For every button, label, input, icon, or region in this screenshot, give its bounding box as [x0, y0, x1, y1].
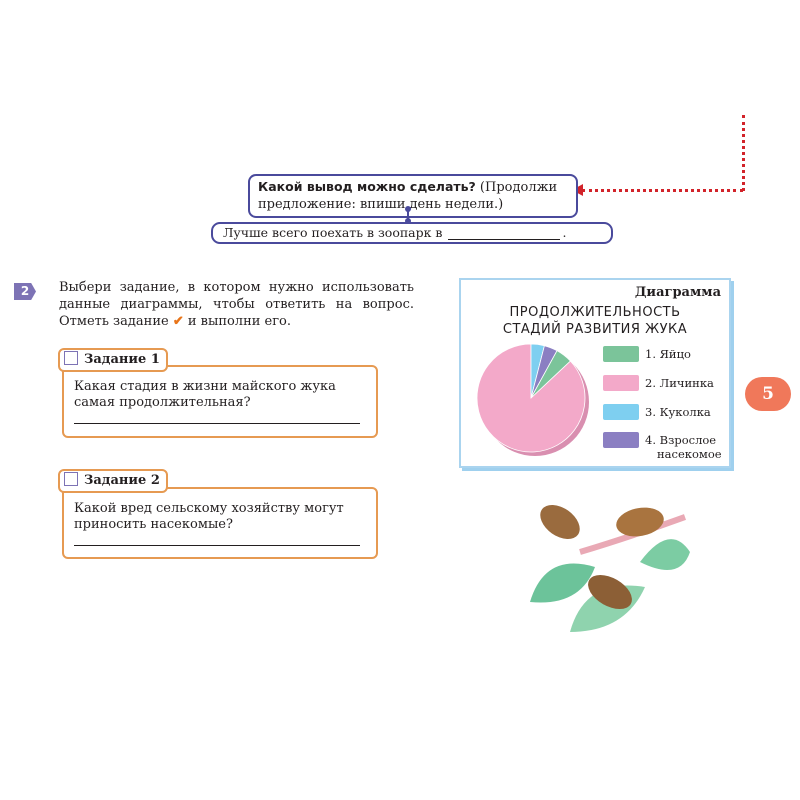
beetle-icon [540, 504, 580, 540]
legend-label-line: 1. Яйцо [645, 347, 691, 361]
answer-blank-field[interactable] [448, 227, 561, 240]
pie-chart [476, 343, 589, 456]
legend-label-line: насекомое [657, 447, 722, 461]
page-side-number: 5 [745, 377, 791, 411]
beetle-icon [588, 574, 632, 610]
beetles-illustration [530, 504, 690, 632]
answer-sentence-box: Лучше всего поехать в зоопарк в . [211, 222, 613, 244]
larva-icon [603, 375, 639, 391]
task-1-question: Какая стадия в жизни майского жука самая… [74, 379, 336, 410]
beetle-icon [616, 507, 664, 537]
task-1-box: Какая стадия в жизни майского жука самая… [62, 365, 378, 438]
beetle-icon [603, 432, 639, 448]
checkbox-icon[interactable] [64, 472, 78, 486]
dotted-connector-vertical [742, 115, 745, 191]
check-icon: ✔ [172, 314, 184, 329]
egg-icon [603, 346, 639, 362]
legend-label-line: 2. Личинка [645, 376, 714, 390]
task-1-title: Задание 1 [84, 352, 160, 367]
checkbox-icon[interactable] [64, 351, 78, 365]
task-2-answer-line[interactable] [74, 545, 360, 546]
legend-label-2: 2. Личинка [645, 376, 714, 390]
exercise-instruction: Выбери задание, в котором нужно использо… [59, 279, 414, 330]
leaf [530, 563, 595, 603]
prompt-connector [407, 208, 409, 222]
legend-label-3: 3. Куколка [645, 405, 711, 419]
conclusion-prompt: Какой вывод можно сделать? (Продолжи пре… [248, 174, 578, 218]
exercise-number-badge: 2 [14, 283, 36, 300]
diagram-panel: Диаграмма ПРОДОЛЖИТЕЛЬНОСТЬ СТАДИЙ РАЗВИ… [459, 278, 731, 468]
task-1-answer-line[interactable] [74, 423, 360, 424]
task-2-tab: Задание 2 [58, 469, 168, 493]
task-2-box: Какой вред сельскому хозяйству могут при… [62, 487, 378, 559]
legend-label-line: 4. Взрослое [645, 433, 717, 447]
chart-title-line-2: СТАДИЙ РАЗВИТИЯ ЖУКА [502, 322, 688, 337]
conclusion-hint-2: предложение: впиши день недели.) [258, 197, 504, 212]
instruction-text-a: Выбери задание, в котором нужно использо… [59, 280, 414, 329]
conclusion-hint-1: (Продолжи [475, 180, 558, 195]
task-2-title: Задание 2 [84, 473, 160, 488]
task-1-tab: Задание 1 [58, 348, 168, 372]
conclusion-question: Какой вывод можно сделать? [258, 179, 476, 194]
legend-label-1: 1. Яйцо [645, 347, 691, 361]
leaf [640, 539, 690, 570]
answer-sentence: Лучше всего поехать в зоопарк в [223, 225, 443, 240]
task-2-question: Какой вред сельскому хозяйству могут при… [74, 501, 344, 532]
pie-slice-1 [530, 350, 571, 399]
instruction-text-b: и выполни его. [183, 314, 291, 329]
dotted-connector-horizontal [582, 189, 743, 192]
diagram-header: Диаграмма [634, 285, 721, 300]
connector-dot-bottom [405, 218, 411, 224]
chart-title-line-1: ПРОДОЛЖИТЕЛЬНОСТЬ [509, 305, 681, 320]
chart-title: ПРОДОЛЖИТЕЛЬНОСТЬ СТАДИЙ РАЗВИТИЯ ЖУКА [461, 304, 729, 338]
answer-period: . [562, 225, 567, 240]
pupa-icon [603, 404, 639, 420]
legend-label-line: 3. Куколка [645, 405, 711, 419]
